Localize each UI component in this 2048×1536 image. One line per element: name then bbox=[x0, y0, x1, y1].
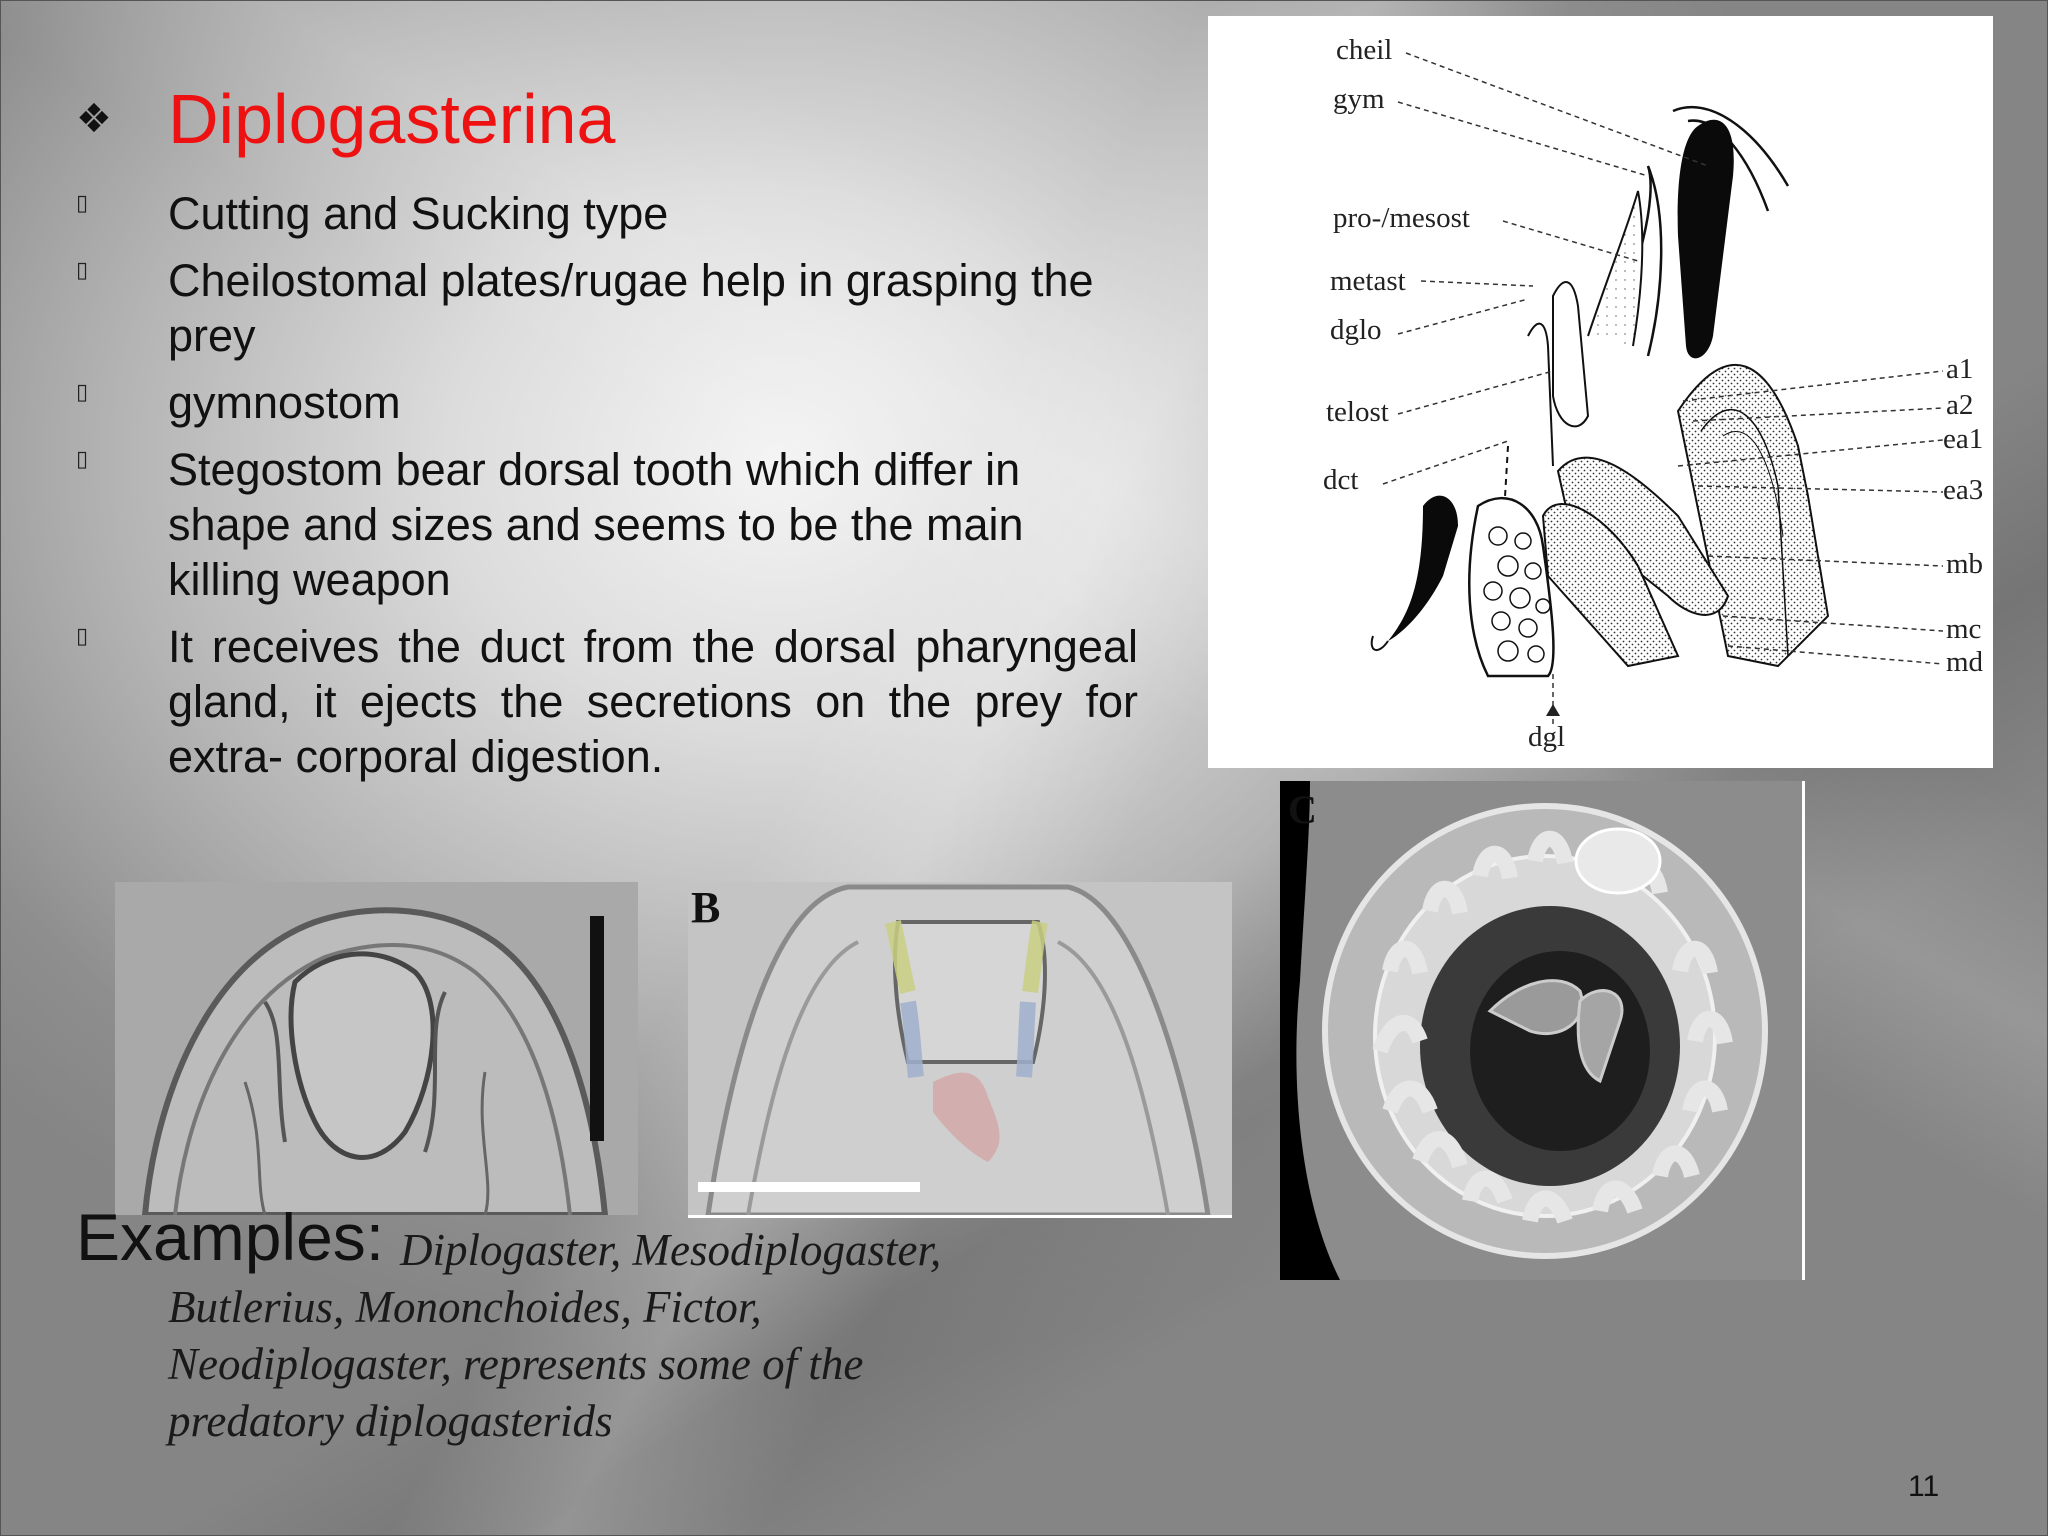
slide-title: Diplogasterina bbox=[168, 80, 616, 158]
diagram-label: metast bbox=[1330, 265, 1406, 297]
diagram-label: ea3 bbox=[1943, 474, 1983, 506]
square-bullet-icon: ▯ bbox=[76, 380, 89, 405]
photo-c-label: C bbox=[1288, 787, 1317, 832]
bullet-item: ▯ Stegostom bear dorsal tooth which diffe… bbox=[76, 442, 1138, 607]
diagram-label: dct bbox=[1323, 464, 1358, 496]
diagram-label: mc bbox=[1946, 613, 1981, 645]
diagram-label: pro-/mesost bbox=[1333, 202, 1470, 234]
diagram-label: md bbox=[1946, 646, 1984, 678]
stoma-diagram-svg: cheil gym pro-/mesost metast dglo telost… bbox=[1323, 34, 1984, 753]
diagram-label: dglo bbox=[1330, 314, 1382, 346]
bullet-item: ▯ Cheilostomal plates/rugae help in grasp… bbox=[76, 253, 1138, 363]
examples-text-first-line: Diplogaster, Mesodiplogaster, bbox=[400, 1225, 942, 1275]
micrograph-b: B bbox=[688, 882, 1232, 1218]
bullet-text: Cutting and Sucking type bbox=[168, 188, 669, 239]
micrograph-a-svg bbox=[115, 882, 638, 1215]
square-bullet-icon: ▯ bbox=[76, 191, 89, 216]
square-bullet-icon: ▯ bbox=[76, 258, 89, 283]
photo-b-label: B bbox=[691, 883, 720, 932]
diagram-label: a2 bbox=[1946, 389, 1973, 421]
bullet-text: Cheilostomal plates/rugae help in graspi… bbox=[168, 255, 1094, 361]
square-bullet-icon: ▯ bbox=[76, 447, 89, 472]
sem-image-c-svg: C bbox=[1280, 781, 1802, 1280]
micrograph-a bbox=[115, 882, 638, 1215]
bullet-item: ▯ Cutting and Sucking type bbox=[76, 186, 1138, 241]
diagram-label: cheil bbox=[1336, 34, 1392, 66]
bullet-item: ▯ gymnostom bbox=[76, 375, 1138, 430]
examples-label: Examples: bbox=[76, 1200, 385, 1274]
micrograph-b-svg: B bbox=[688, 882, 1232, 1215]
diagram-label: mb bbox=[1946, 548, 1983, 580]
bullet-text: gymnostom bbox=[168, 377, 401, 428]
square-bullet-icon: ▯ bbox=[76, 624, 89, 649]
diagram-label: gym bbox=[1333, 83, 1385, 115]
diagram-label: dgl bbox=[1528, 721, 1565, 753]
page-number: 11 bbox=[1908, 1470, 1940, 1503]
bullet-item: ▯ It receives the duct from the dorsal ph… bbox=[76, 619, 1138, 784]
bullet-list: ▯ Cutting and Sucking type ▯ Cheilostomal … bbox=[76, 186, 1138, 796]
title-row: ❖ Diplogasterina bbox=[76, 84, 615, 154]
bullet-text: Stegostom bear dorsal tooth which differ… bbox=[168, 444, 1024, 605]
bullet-text: It receives the duct from the dorsal pha… bbox=[168, 621, 1138, 782]
diagram-label: a1 bbox=[1946, 353, 1973, 385]
examples-text-rest: Butlerius, Mononchoides, Fictor, Neodipl… bbox=[168, 1282, 864, 1446]
sem-image-c: C bbox=[1280, 781, 1805, 1280]
diagram-label: ea1 bbox=[1943, 423, 1983, 455]
diamond-bullet-icon: ❖ bbox=[76, 96, 112, 142]
diagram-label: telost bbox=[1326, 396, 1389, 428]
examples-text: Diplogaster, Mesodiplogaster, Butlerius,… bbox=[168, 1222, 1048, 1450]
stoma-diagram: cheil gym pro-/mesost metast dglo telost… bbox=[1208, 16, 1993, 768]
